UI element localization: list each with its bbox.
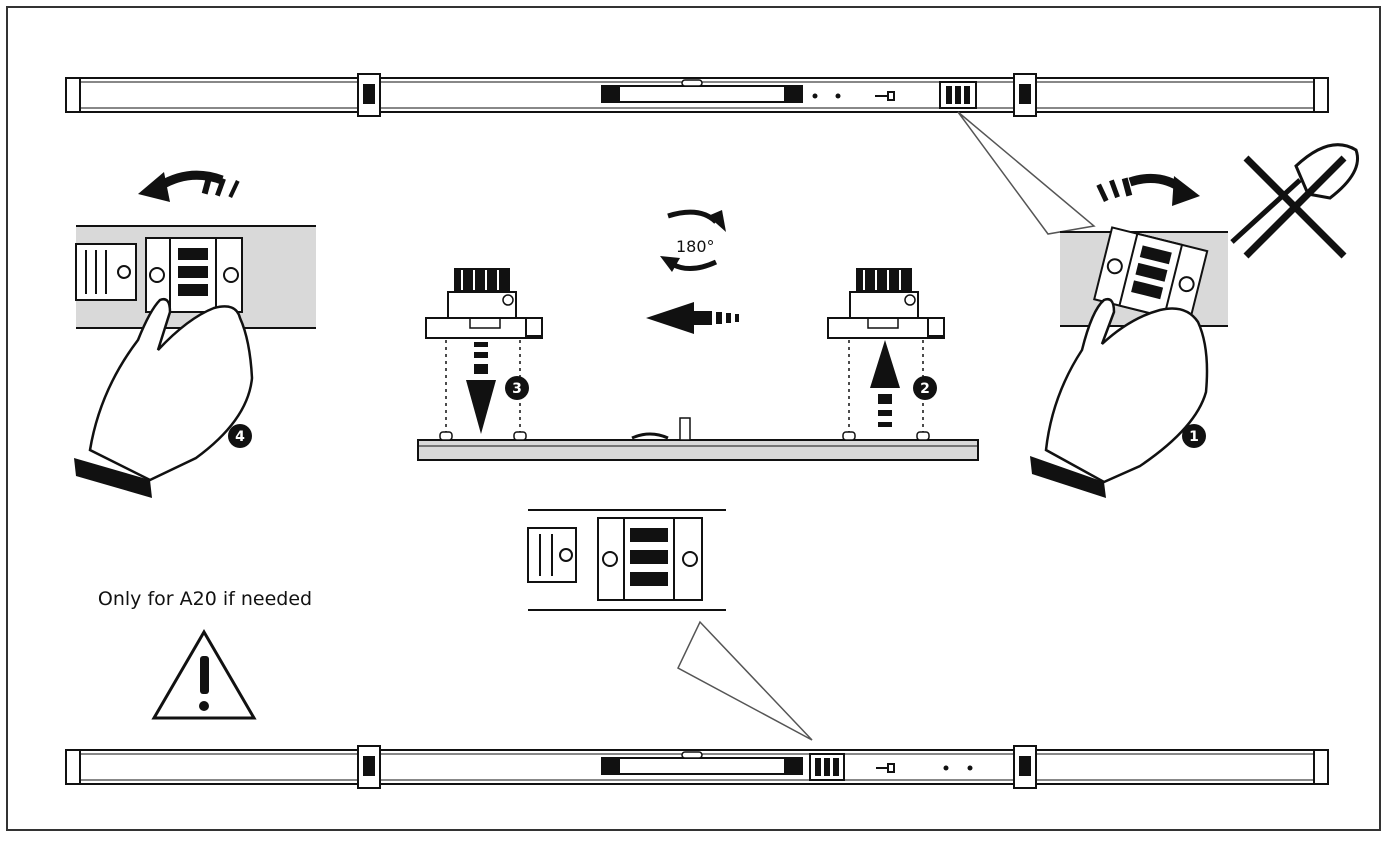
step3-marker: 3: [505, 376, 529, 400]
hand-icon: [74, 298, 254, 498]
step4-marker: 4: [228, 424, 252, 448]
top-rail-driver: [601, 79, 803, 103]
top-rail: [65, 73, 1329, 117]
bottom-rail-driver: [601, 751, 803, 775]
warning-icon: [151, 629, 257, 720]
left-arrow-icon: [646, 302, 739, 334]
step4-label: 4: [235, 429, 245, 445]
bottom-rail-connector: [809, 753, 845, 781]
step1-label: 1: [1189, 429, 1199, 445]
rotation-arrows-icon: [660, 209, 726, 272]
step2-label: 2: [920, 381, 930, 397]
hand-icon: [1030, 298, 1209, 498]
down-arrow-icon: [466, 342, 496, 434]
curved-arrow-icon: [1096, 173, 1200, 206]
module-step3: [425, 268, 543, 339]
top-rail-connector: [939, 81, 977, 109]
step1-panel: [1060, 226, 1228, 327]
bottom-rail-clamp-left: [357, 745, 381, 789]
step3-label: 3: [512, 381, 522, 397]
center-rail: [417, 417, 979, 461]
rotation-label: 180°: [676, 237, 715, 256]
step4-panel: [75, 225, 316, 329]
curved-arrow-icon: [138, 170, 240, 202]
step2-marker: 2: [913, 376, 937, 400]
bottom-rail-clamp-right: [1013, 745, 1037, 789]
pointer-arrow-icon: [957, 111, 1096, 235]
module-step2: [827, 268, 945, 339]
result-detail: [527, 509, 726, 611]
top-rail-clamp-left: [357, 73, 381, 117]
prohibited-screwdriver-icon: [1230, 143, 1359, 259]
top-rail-clamp-right: [1013, 73, 1037, 117]
note-text: Only for A20 if needed: [97, 588, 313, 610]
step1-marker: 1: [1182, 424, 1206, 448]
pointer-arrow-icon: [677, 620, 813, 741]
up-arrow-icon: [870, 340, 900, 427]
bottom-rail: [65, 745, 1329, 789]
